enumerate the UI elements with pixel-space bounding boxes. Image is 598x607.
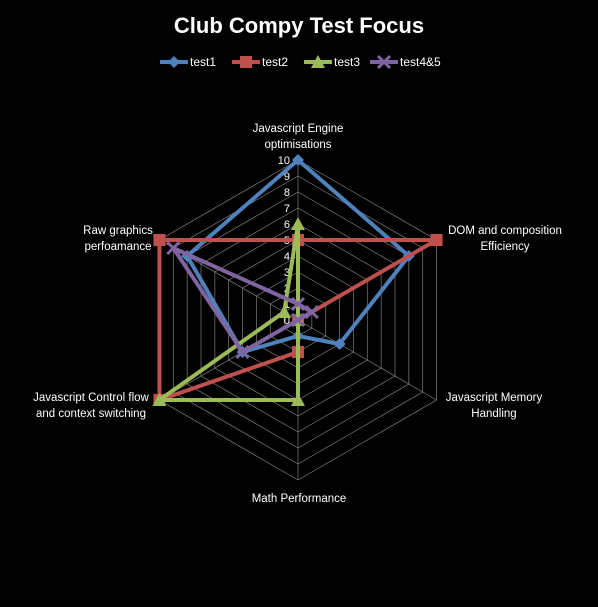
tick-label: 4 [284, 251, 290, 263]
legend-item-test4&5: test4&5 [370, 54, 441, 70]
data-point-test1-3 [333, 338, 346, 350]
axis-spoke-3 [297, 319, 437, 401]
data-point-test1-1 [292, 154, 304, 166]
data-point-test4&5-2 [304, 304, 319, 320]
tick-label: 10 [278, 155, 290, 167]
data-point-test3-4 [291, 393, 305, 406]
legend-marker [168, 56, 180, 68]
tick-label: 9 [284, 171, 290, 183]
legend-item-test1: test1 [160, 55, 216, 69]
legend-marker [240, 56, 252, 68]
tick-label: 6 [284, 219, 290, 231]
data-point-test3-6 [277, 305, 292, 318]
legend-label: test2 [262, 55, 288, 69]
legend-label: test1 [190, 55, 216, 69]
legend-label: test4&5 [400, 55, 441, 69]
data-point-test2-2 [430, 234, 443, 246]
tick-label: 7 [284, 203, 290, 215]
data-point-test4&5-6 [166, 240, 181, 256]
legend-item-test3: test3 [304, 55, 360, 69]
legend-item-test2: test2 [232, 55, 288, 69]
legend-label: test3 [334, 55, 360, 69]
data-point-test4&5-5 [235, 344, 250, 360]
legend-marker [311, 55, 325, 68]
data-point-test4&5-1 [290, 296, 306, 312]
data-point-test4&5-4 [290, 312, 306, 328]
legend-marker [376, 54, 392, 70]
data-point-test2-6 [153, 234, 166, 246]
series-group [152, 154, 443, 406]
data-point-test3-1 [291, 217, 305, 230]
series-test4&5 [166, 240, 319, 360]
chart-title: Club Compy Test Focus [174, 13, 424, 38]
data-point-test3-5 [152, 393, 167, 406]
tick-label: 0 [284, 315, 290, 327]
axis-label-4: Math Performance [252, 493, 347, 505]
tick-label: 3 [284, 267, 290, 279]
legend: test1 test2 test3 test4&5 [160, 54, 441, 70]
tick-label: 8 [284, 187, 290, 199]
